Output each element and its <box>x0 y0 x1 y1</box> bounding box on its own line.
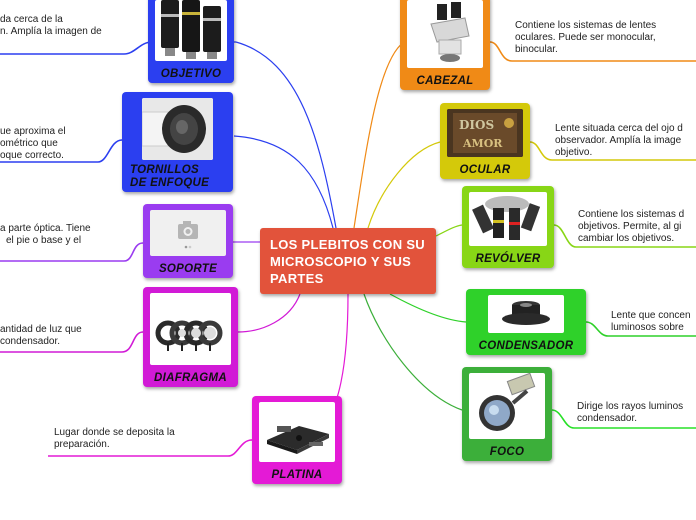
topic-label: CABEZAL <box>416 75 474 87</box>
ocular-image: DIOS AMOR <box>447 109 523 157</box>
description-diafragma: antidad de luz que condensador. <box>0 324 82 347</box>
topic-label: DIAFRAGMA <box>154 372 227 384</box>
focus-knob-image <box>142 98 213 160</box>
topic-label: PLATINA <box>271 469 323 481</box>
topic-label: FOCO <box>489 446 525 458</box>
topic-revolver[interactable]: REVÓLVER <box>462 186 554 268</box>
topic-label: CONDENSADOR <box>478 340 574 352</box>
topic-cabezal[interactable]: CABEZAL <box>400 0 490 90</box>
topic-condensador[interactable]: CONDENSADOR <box>466 289 586 355</box>
light-source-image <box>469 373 545 439</box>
topic-label: OBJETIVO <box>160 68 222 80</box>
topic-label: REVÓLVER <box>475 253 541 265</box>
topic-ocular[interactable]: DIOS AMOR OCULAR <box>440 103 530 179</box>
stage-image <box>259 402 335 462</box>
topic-soporte[interactable]: SOPORTE <box>143 204 233 278</box>
topic-diafragma[interactable]: DIAFRAGMA <box>143 287 238 387</box>
topic-platina[interactable]: PLATINA <box>252 396 342 484</box>
topic-objetivo[interactable]: OBJETIVO <box>148 0 234 83</box>
svg-text:AMOR: AMOR <box>462 137 503 150</box>
microscope-head-image <box>407 0 483 68</box>
condenser-image <box>488 295 564 333</box>
image-placeholder <box>150 210 226 256</box>
topic-foco[interactable]: FOCO <box>462 367 552 461</box>
objective-lenses-image <box>155 0 227 61</box>
revolver-image <box>469 192 547 246</box>
topic-label: OCULAR <box>459 164 511 176</box>
central-topic-text: LOS PLEBITOS CON SU MICROSCOPIO Y SUS PA… <box>270 237 425 286</box>
svg-text:DIOS: DIOS <box>459 118 494 132</box>
diaphragm-image <box>150 293 231 365</box>
topic-label: SOPORTE <box>158 263 218 275</box>
central-topic[interactable]: LOS PLEBITOS CON SU MICROSCOPIO Y SUS PA… <box>260 228 436 294</box>
